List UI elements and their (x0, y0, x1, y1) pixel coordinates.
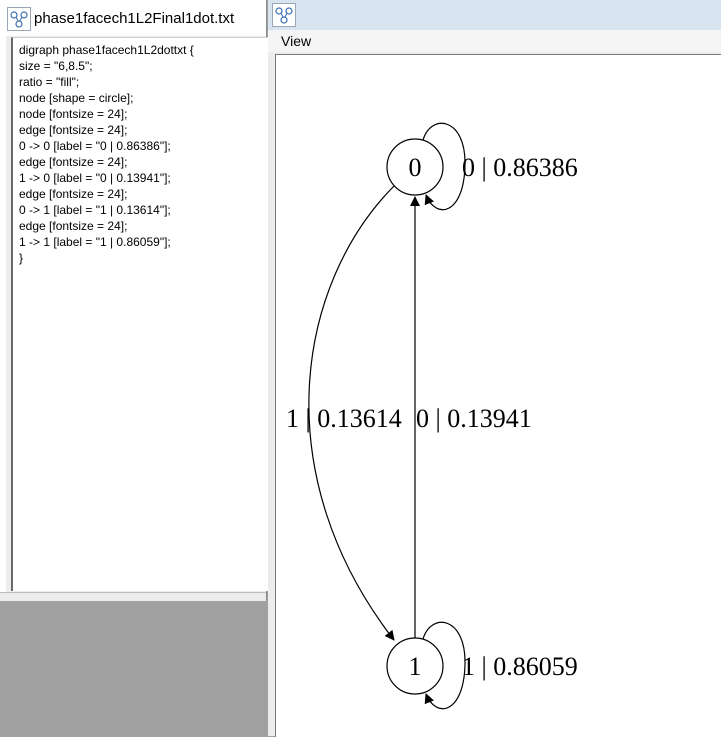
graph-node-0[interactable] (386, 138, 444, 196)
graph-viewer-window: View 0 1 0 | 0.86386 0 | 0.13941 1 | 0.1… (268, 0, 721, 737)
window-title: phase1facech1L2Final1dot.txt (34, 10, 235, 27)
edge-label-1-to-1: 1 | 0.86059 (462, 652, 578, 681)
text-line: } (19, 251, 24, 265)
text-line: 1 -> 1 [label = "1 | 0.86059"]; (19, 235, 171, 249)
node-0-label: 0 (409, 153, 422, 182)
edge-label-1-to-0: 0 | 0.13941 (416, 404, 532, 433)
edge-0-to-1 (308, 185, 395, 641)
viewer-titlebar[interactable] (268, 0, 721, 30)
text-line: edge [fontsize = 24]; (19, 123, 128, 137)
text-line: edge [fontsize = 24]; (19, 155, 128, 169)
window-bottom-edge (0, 592, 266, 601)
text-line: ratio = "fill"; (19, 75, 80, 89)
text-line: 1 -> 0 [label = "0 | 0.13941"]; (19, 171, 171, 185)
text-line: 0 -> 0 [label = "0 | 0.86386"]; (19, 139, 171, 153)
graph-canvas[interactable]: 0 1 0 | 0.86386 0 | 0.13941 1 | 0.13614 … (275, 54, 721, 737)
edge-label-0-to-1: 1 | 0.13614 (286, 404, 402, 433)
text-window-titlebar[interactable]: phase1facech1L2Final1dot.txt (0, 0, 266, 36)
text-file-window: phase1facech1L2Final1dot.txt digraph pha… (0, 0, 268, 601)
text-line: node [shape = circle]; (19, 91, 134, 105)
text-line: size = "6,8.5"; (19, 59, 93, 73)
text-line: edge [fontsize = 24]; (19, 219, 128, 233)
text-line: 0 -> 1 [label = "1 | 0.13614"]; (19, 203, 171, 217)
graphviz-icon (7, 7, 31, 31)
menu-view[interactable]: View (281, 33, 312, 49)
edge-label-0-to-0: 0 | 0.86386 (462, 153, 578, 182)
text-line: edge [fontsize = 24]; (19, 187, 128, 201)
graph-drawing: 0 1 0 | 0.86386 0 | 0.13941 1 | 0.13614 … (286, 122, 578, 710)
menu-bar: View (268, 30, 721, 52)
edge-0-to-0 (422, 122, 466, 211)
text-content-area[interactable]: digraph phase1facech1L2dottxt { size = "6… (11, 37, 268, 591)
text-content: digraph phase1facech1L2dottxt { size = "6… (19, 42, 194, 266)
node-1-label: 1 (409, 652, 422, 681)
text-line: node [fontsize = 24]; (19, 107, 128, 121)
text-line: digraph phase1facech1L2dottxt { (19, 43, 194, 57)
edge-1-to-1 (422, 621, 466, 710)
graphviz-icon (272, 3, 296, 27)
